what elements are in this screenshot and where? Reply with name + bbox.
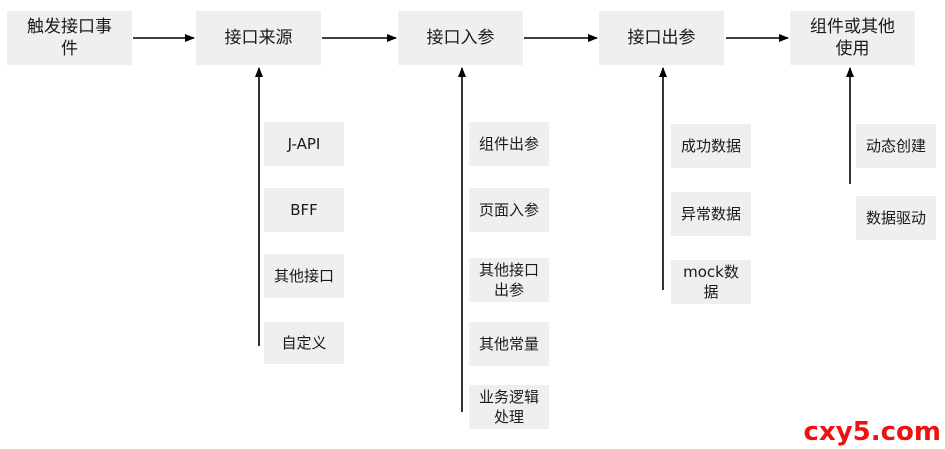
source-item-label: 自定义 bbox=[281, 334, 327, 352]
input-item-label: 组件出参 bbox=[479, 135, 540, 153]
node-component-usage-label: 组件或其他使用 bbox=[810, 17, 895, 59]
source-item-label: BFF bbox=[290, 201, 318, 219]
node-component-usage: 组件或其他使用 bbox=[790, 11, 915, 65]
node-interface-input-label: 接口入参 bbox=[426, 28, 495, 48]
input-item-label: 其他接口出参 bbox=[479, 261, 540, 299]
node-interface-source: 接口来源 bbox=[196, 11, 321, 65]
input-item-label: 业务逻辑处理 bbox=[479, 388, 540, 426]
source-item: 其他接口 bbox=[264, 254, 344, 298]
node-interface-source-label: 接口来源 bbox=[224, 28, 293, 48]
node-interface-output: 接口出参 bbox=[599, 11, 724, 65]
output-item-label: 异常数据 bbox=[681, 205, 742, 223]
watermark: cxy5.com bbox=[803, 417, 941, 447]
node-trigger-event-label: 触发接口事件 bbox=[27, 17, 112, 59]
source-item-label: J-API bbox=[287, 135, 321, 153]
input-item: 业务逻辑处理 bbox=[469, 385, 549, 429]
input-item: 页面入参 bbox=[469, 188, 549, 232]
input-item: 组件出参 bbox=[469, 122, 549, 166]
source-item: J-API bbox=[264, 122, 344, 166]
node-interface-output-label: 接口出参 bbox=[627, 28, 696, 48]
source-item: BFF bbox=[264, 188, 344, 232]
input-item-label: 其他常量 bbox=[479, 335, 540, 353]
usage-item: 动态创建 bbox=[856, 124, 936, 168]
usage-item-label: 动态创建 bbox=[866, 137, 927, 155]
input-item: 其他常量 bbox=[469, 322, 549, 366]
node-trigger-event: 触发接口事件 bbox=[7, 11, 132, 65]
node-interface-input: 接口入参 bbox=[398, 11, 523, 65]
output-item-label: 成功数据 bbox=[681, 137, 742, 155]
source-item-label: 其他接口 bbox=[274, 267, 335, 285]
usage-item: 数据驱动 bbox=[856, 196, 936, 240]
output-item: mock数据 bbox=[671, 260, 751, 304]
output-item-label: mock数据 bbox=[683, 263, 739, 301]
input-item-label: 页面入参 bbox=[479, 201, 540, 219]
usage-item-label: 数据驱动 bbox=[866, 209, 927, 227]
output-item: 成功数据 bbox=[671, 124, 751, 168]
input-item: 其他接口出参 bbox=[469, 258, 549, 302]
output-item: 异常数据 bbox=[671, 192, 751, 236]
source-item: 自定义 bbox=[264, 322, 344, 364]
